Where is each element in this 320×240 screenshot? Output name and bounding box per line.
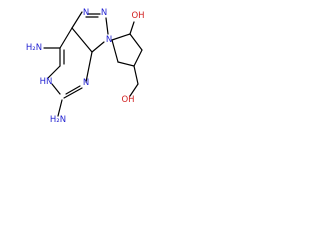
bond bbox=[133, 49, 143, 67]
bond bbox=[117, 61, 135, 67]
bond bbox=[63, 87, 83, 99]
bond bbox=[59, 27, 73, 49]
atom-label-hn: HN bbox=[40, 77, 53, 87]
bond bbox=[85, 51, 93, 83]
structure-svg: N N N N HN H₂N H₂N OH OH bbox=[26, 8, 145, 125]
bond bbox=[65, 85, 81, 95]
atom-label-oh: OH bbox=[131, 11, 144, 21]
atom-label-n: N bbox=[101, 8, 107, 18]
atom-label-oh: OH bbox=[121, 95, 134, 105]
bond bbox=[71, 11, 83, 29]
atom-label-nh2: H₂N bbox=[50, 115, 66, 125]
bond bbox=[91, 41, 105, 53]
bond bbox=[51, 83, 61, 95]
bond bbox=[133, 65, 139, 85]
bond bbox=[57, 99, 63, 117]
bond bbox=[47, 65, 61, 79]
bond bbox=[129, 21, 135, 35]
bond bbox=[129, 83, 139, 97]
atom-label-n: N bbox=[83, 8, 89, 18]
bond bbox=[71, 27, 93, 53]
atom-label-nh2: H₂N bbox=[26, 43, 42, 53]
atom-label-n: N bbox=[106, 35, 112, 45]
bond bbox=[111, 39, 119, 63]
molecule-diagram: N N N N HN H₂N H₂N OH OH bbox=[0, 0, 178, 144]
atom-label-n: N bbox=[83, 78, 89, 88]
bond bbox=[111, 33, 131, 41]
bond bbox=[129, 33, 143, 51]
bond bbox=[105, 17, 109, 35]
